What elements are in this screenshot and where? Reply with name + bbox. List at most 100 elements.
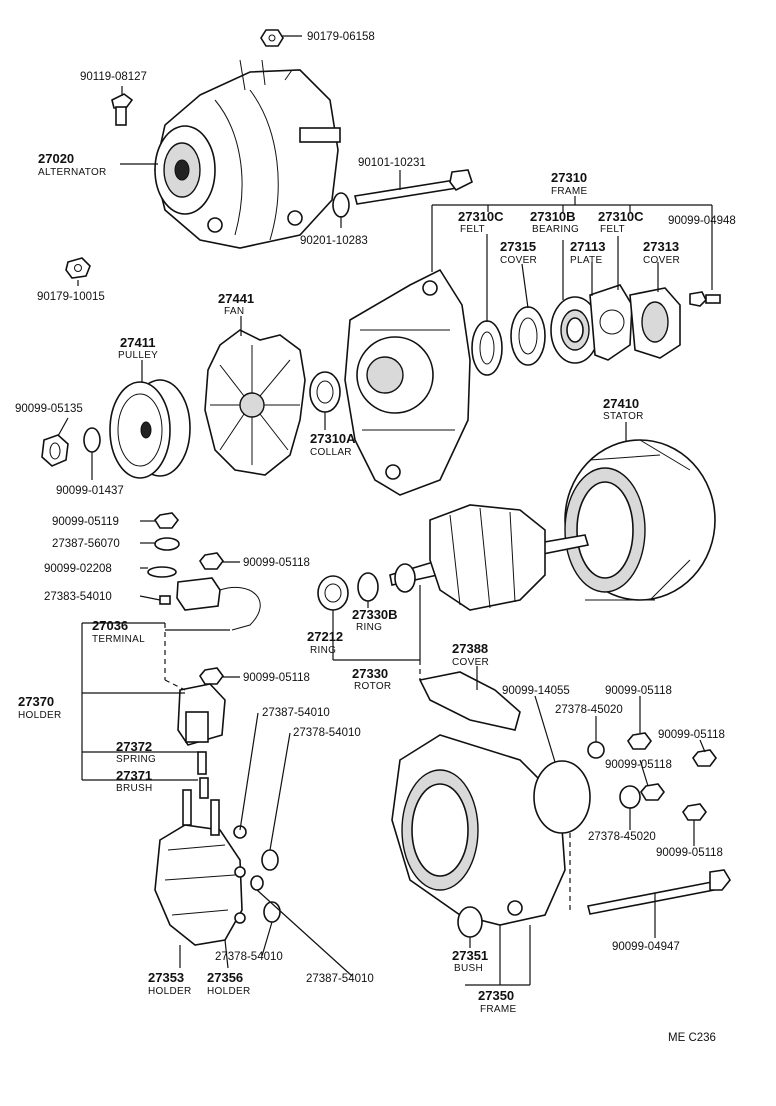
label-terminal: TERMINAL: [92, 634, 145, 645]
label-frame-bottom: FRAME: [480, 1004, 517, 1015]
pulley-27411-drawing: [109, 379, 191, 479]
label-27378-54010-a: 27378-54010: [293, 727, 361, 739]
label-90099-01437: 90099-01437: [56, 485, 124, 497]
label-27310a: 27310A: [310, 431, 356, 446]
label-27212: 27212: [307, 629, 343, 644]
label-90099-02208: 90099-02208: [44, 563, 112, 575]
bush-27378-45020-a-drawing: [587, 741, 605, 759]
insulator-27387-56070-drawing: [154, 537, 180, 551]
label-felt-a: FELT: [460, 224, 485, 235]
label-90179-10015: 90179-10015: [37, 291, 105, 303]
label-27020: 27020: [38, 151, 74, 166]
label-27387-54010-b: 27387-54010: [306, 973, 374, 985]
label-27356: 27356: [207, 970, 243, 985]
nut-90099-05118-c-drawing: [627, 732, 652, 750]
washer-90201-drawing: [332, 192, 350, 218]
label-pulley: PULLEY: [118, 350, 158, 361]
label-alternator: ALTERNATOR: [38, 167, 107, 178]
bush-27378-45020-b-drawing: [619, 785, 641, 809]
label-90099-05135: 90099-05135: [15, 403, 83, 415]
leader-lines: [57, 35, 713, 986]
label-27350: 27350: [478, 988, 514, 1003]
label-bush: BUSH: [454, 963, 483, 974]
label-90201-10283: 90201-10283: [300, 235, 368, 247]
label-90099-14055: 90099-14055: [502, 685, 570, 697]
label-90099-05118-a: 90099-05118: [243, 557, 310, 569]
stator-27410-drawing: [564, 439, 716, 601]
label-27371: 27371: [116, 768, 152, 783]
screw-90099-04948-drawing: [689, 291, 721, 307]
label-ring-a: RING: [310, 645, 336, 656]
label-collar: COLLAR: [310, 447, 352, 458]
bush-27351-drawing: [457, 906, 483, 938]
label-27113: 27113: [570, 239, 605, 254]
label-27441: 27441: [218, 291, 254, 306]
cover-27388-drawing: [418, 671, 521, 731]
label-27036: 27036: [92, 618, 128, 633]
label-fan: FAN: [224, 306, 244, 317]
label-27351: 27351: [452, 948, 488, 963]
through-bolt-90099-04947-drawing: [587, 869, 731, 915]
label-bearing: BEARING: [532, 224, 579, 235]
collar-27310a-drawing: [309, 371, 341, 413]
label-27387-54010-a: 27387-54010: [262, 707, 330, 719]
label-27378-45020-b: 27378-45020: [588, 831, 656, 843]
label-90099-05118-f: 90099-05118: [656, 847, 723, 859]
rotor-27330-drawing: [389, 504, 590, 611]
label-90099-04948: 90099-04948: [668, 215, 736, 227]
label-holder-a: HOLDER: [18, 710, 61, 721]
nut-90099-05135-drawing: [41, 434, 69, 467]
insulator-parts-drawing: [250, 849, 281, 923]
washer-90099-01437-drawing: [83, 427, 101, 453]
label-frame-top: FRAME: [551, 186, 588, 197]
felt-27310c-a-drawing: [471, 320, 503, 376]
label-27372: 27372: [116, 739, 152, 754]
label-stator: STATOR: [603, 411, 644, 422]
label-27310c-b: 27310C: [598, 209, 644, 224]
nut-top-drawing: [260, 29, 284, 47]
label-27310: 27310: [551, 170, 587, 185]
label-plate: PLATE: [570, 255, 602, 266]
label-27378-54010-b: 27378-54010: [215, 951, 283, 963]
nut-90099-05118-d-drawing: [692, 749, 717, 767]
label-ring-b: RING: [356, 622, 382, 633]
nut-90099-05119-drawing: [153, 512, 180, 529]
label-90179-06158: 90179-06158: [307, 31, 375, 43]
label-brush: BRUSH: [116, 783, 153, 794]
nut-90179-10015-drawing: [65, 257, 91, 279]
drive-end-frame-drawing: [344, 268, 471, 496]
label-cover-a: COVER: [500, 255, 537, 266]
label-90099-05118-e: 90099-05118: [605, 759, 672, 771]
cover-27313-drawing: [629, 287, 681, 359]
diagram-code: ME C236: [668, 1032, 716, 1044]
nut-90099-05118-e-drawing: [640, 783, 665, 801]
cover-27315-drawing: [510, 306, 546, 366]
bolt-90119-drawing: [111, 93, 134, 126]
label-holder-c: HOLDER: [207, 986, 250, 997]
label-90101-10231: 90101-10231: [358, 157, 426, 169]
label-27370: 27370: [18, 694, 54, 709]
rear-frame-27350-drawing: [391, 734, 566, 926]
part-labels: 90179-06158 90119-08127 27020 ALTERNATOR…: [15, 31, 736, 1044]
ring-27330b-drawing: [357, 572, 379, 602]
label-spring: SPRING: [116, 754, 156, 765]
label-27353: 27353: [148, 970, 184, 985]
label-90099-05118-c: 90099-05118: [605, 685, 672, 697]
label-90099-05118-d: 90099-05118: [658, 729, 725, 741]
label-27387-56070: 27387-56070: [52, 538, 120, 550]
through-bolt-90101-drawing: [354, 169, 473, 205]
nut-90099-05118-f-drawing: [682, 803, 707, 821]
label-90099-04947: 90099-04947: [612, 941, 680, 953]
label-27315: 27315: [500, 239, 536, 254]
label-27378-45020-a: 27378-45020: [555, 704, 623, 716]
label-90099-05118-b: 90099-05118: [243, 672, 310, 684]
plate-27113-drawing: [589, 284, 633, 361]
label-27410: 27410: [603, 396, 639, 411]
fan-27441-drawing: [204, 329, 306, 476]
washer-90099-02208-drawing: [147, 566, 177, 578]
brush-holder-27370-drawing: [177, 683, 226, 799]
o-ring-90099-14055-drawing: [533, 760, 591, 834]
label-27383-54010: 27383-54010: [44, 591, 112, 603]
label-rotor: ROTOR: [354, 681, 391, 692]
